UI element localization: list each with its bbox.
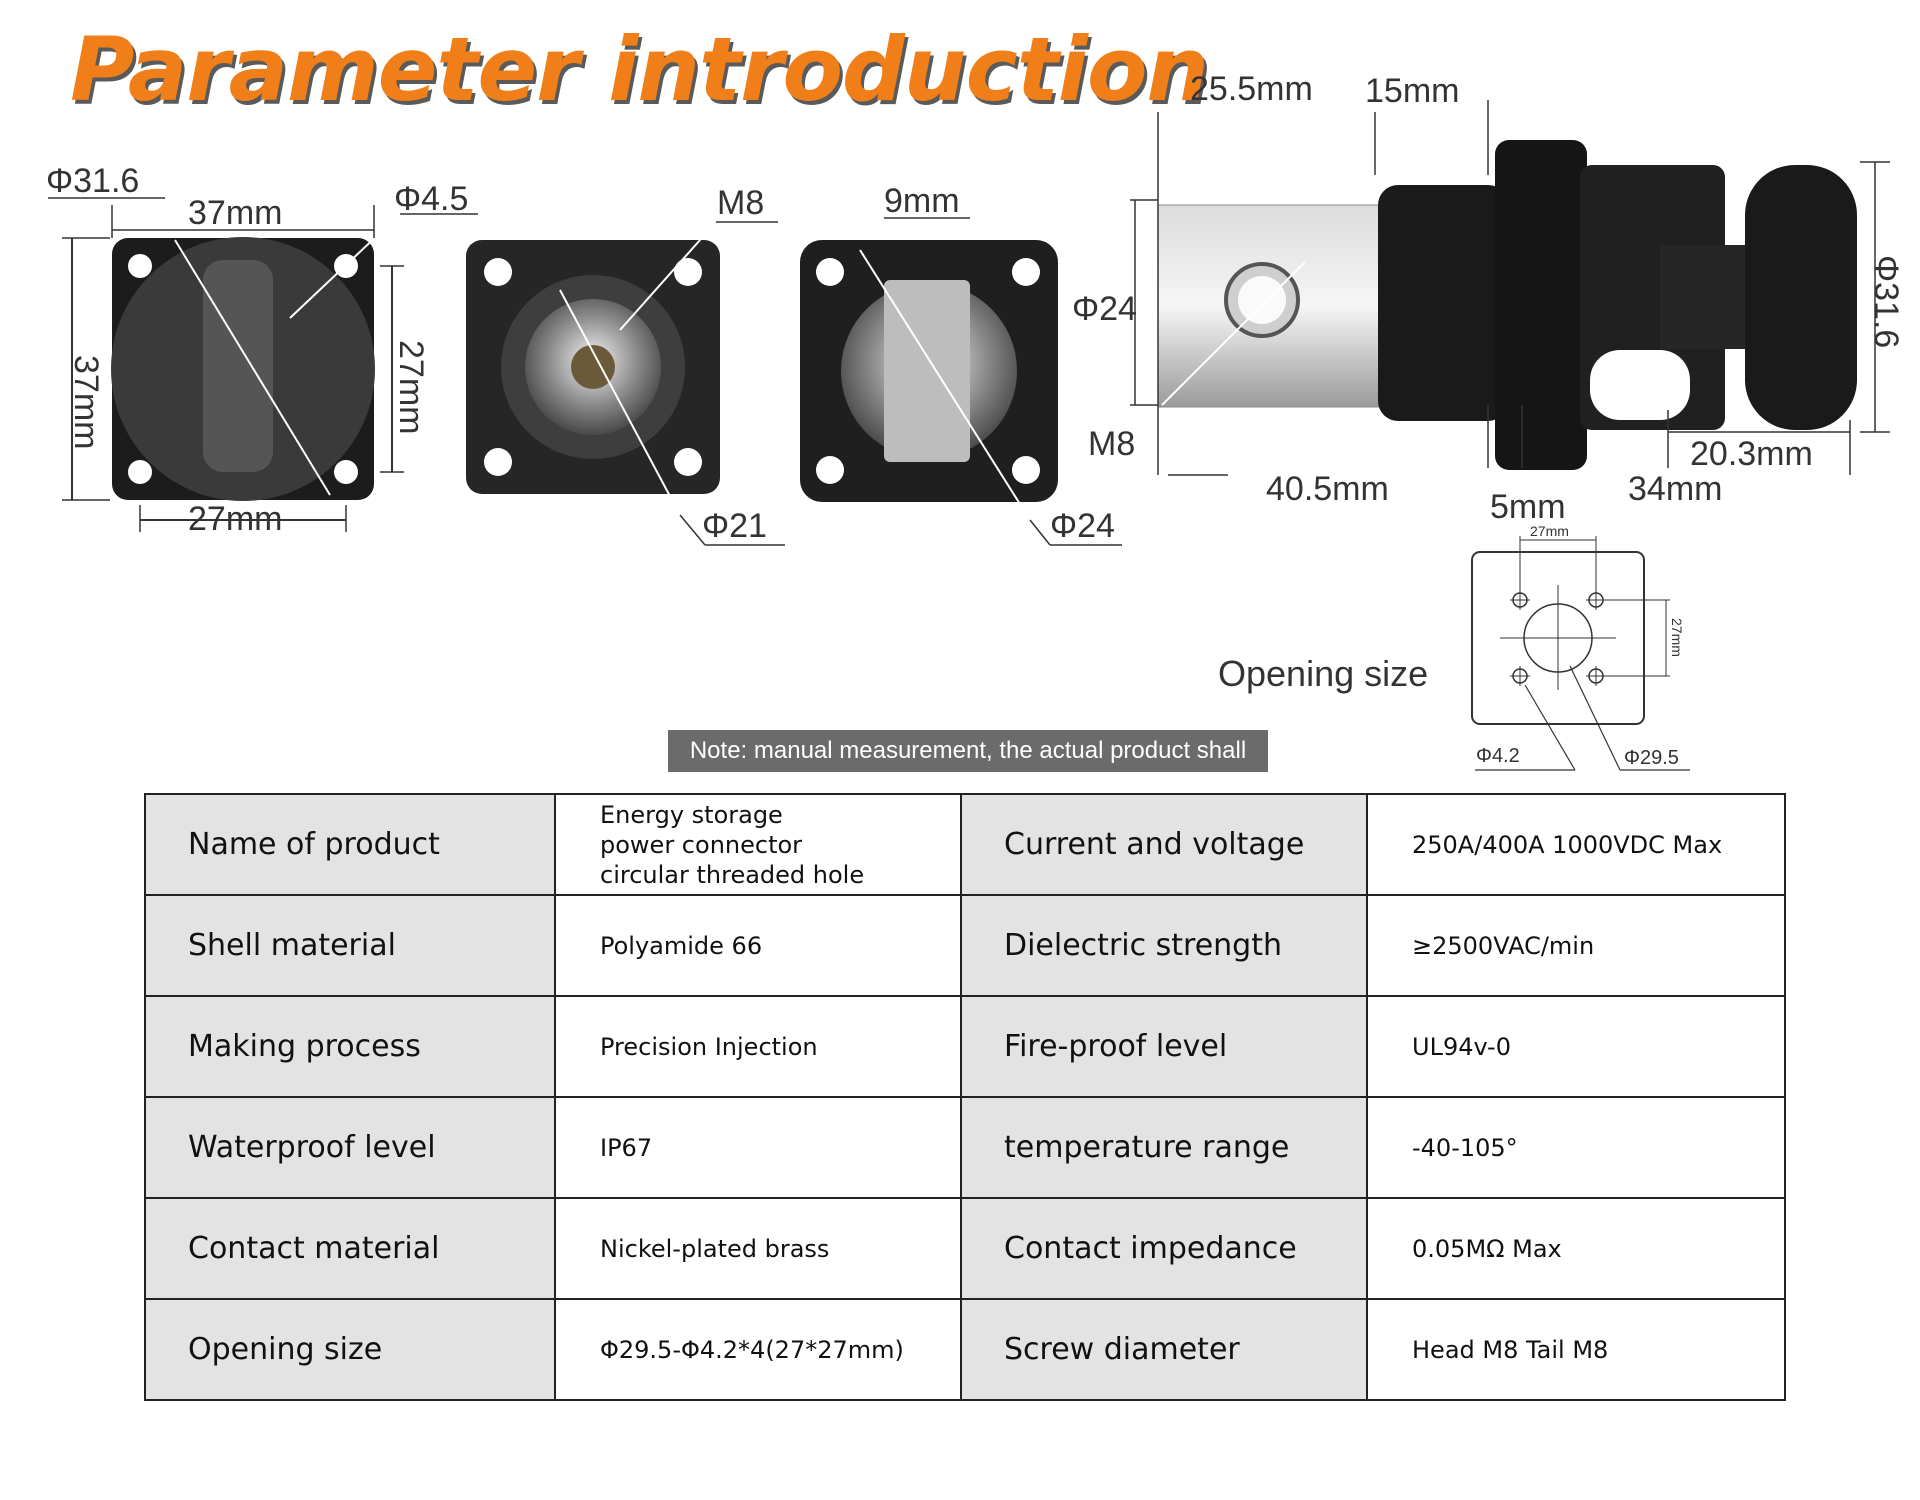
side-thread-label: M8: [1088, 425, 1135, 463]
spec-value: ≥2500VAC/min: [1366, 894, 1786, 997]
table-row: Waterproof level IP67 temperature range …: [144, 1096, 1786, 1199]
spec-value: UL94v-0: [1366, 995, 1786, 1098]
back-diameter-label: Φ24: [1050, 507, 1115, 545]
spec-value: -40-105°: [1366, 1096, 1786, 1199]
table-row: Contact material Nickel-plated brass Con…: [144, 1197, 1786, 1300]
front-hole-spacing-h-label: 27mm: [188, 500, 282, 538]
table-row: Shell material Polyamide 66 Dielectric s…: [144, 894, 1786, 997]
opening-hole-label: Φ4.2: [1476, 745, 1520, 767]
spec-value-line: Energy storage: [600, 800, 783, 829]
opening-spacing-side-label: 27mm: [1669, 618, 1685, 657]
spec-value: Head M8 Tail M8: [1366, 1298, 1786, 1401]
spec-value: Energy storage power connector circular …: [554, 793, 962, 896]
spec-label: Contact material: [144, 1197, 556, 1300]
side-body-label: 34mm: [1628, 470, 1722, 508]
spec-value-line: power connector: [600, 830, 803, 859]
table-row: Name of product Energy storage power con…: [144, 793, 1786, 896]
back-width-label: 9mm: [884, 182, 960, 220]
table-row: Opening size Φ29.5-Φ4.2*4(27*27mm) Screw…: [144, 1298, 1786, 1401]
front-height-label: 37mm: [67, 355, 105, 449]
thread-view-drawing: [466, 221, 785, 546]
side-step-label: 20.3mm: [1690, 435, 1813, 473]
spec-label: Waterproof level: [144, 1096, 556, 1199]
table-row: Making process Precision Injection Fire-…: [144, 995, 1786, 1098]
spec-label: Name of product: [144, 793, 556, 896]
spec-value: Precision Injection: [554, 995, 962, 1098]
spec-value-line: circular threaded hole: [600, 860, 865, 889]
spec-label: Opening size: [144, 1298, 556, 1401]
spec-label: Dielectric strength: [960, 894, 1368, 997]
spec-table: Name of product Energy storage power con…: [144, 793, 1786, 1401]
thread-diameter-label: Φ21: [702, 507, 767, 545]
side-length-label: 40.5mm: [1266, 470, 1389, 508]
spec-label: Shell material: [144, 894, 556, 997]
spec-label: Fire-proof level: [960, 995, 1368, 1098]
side-d2-label: 15mm: [1365, 72, 1459, 110]
opening-size-drawing: [1471, 536, 1690, 771]
opening-spacing-top-label: 27mm: [1530, 523, 1569, 539]
spec-value: Φ29.5-Φ4.2*4(27*27mm): [554, 1298, 962, 1401]
spec-label: Screw diameter: [960, 1298, 1368, 1401]
front-view-drawing: [48, 197, 478, 532]
spec-value: Polyamide 66: [554, 894, 962, 997]
side-view-drawing: [1130, 100, 1890, 476]
spec-value: 250A/400A 1000VDC Max: [1366, 793, 1786, 896]
spec-label: Contact impedance: [960, 1197, 1368, 1300]
front-hole-spacing-v-label: 27mm: [392, 340, 430, 434]
spec-value: IP67: [554, 1096, 962, 1199]
page-title: Parameter introduction: [70, 18, 1209, 121]
thread-label: M8: [717, 184, 764, 222]
opening-center-label: Φ29.5: [1624, 747, 1679, 769]
side-flange-label: 5mm: [1490, 488, 1566, 526]
back-view-drawing: [800, 217, 1122, 546]
measurement-note: Note: manual measurement, the actual pro…: [668, 730, 1268, 772]
spec-label: Making process: [144, 995, 556, 1098]
opening-size-label: Opening size: [1218, 653, 1428, 694]
front-diameter-label: Φ31.6: [46, 162, 139, 200]
side-d1-label: 25.5mm: [1190, 70, 1313, 108]
front-hole-label: Φ4.5: [394, 180, 468, 218]
technical-drawings: Φ31.6 37mm 37mm Φ4.5 27mm 27mm M8 Φ21 9m…: [46, 70, 1905, 771]
spec-value: Nickel-plated brass: [554, 1197, 962, 1300]
front-width-label: 37mm: [188, 194, 282, 232]
spec-label: Current and voltage: [960, 793, 1368, 896]
spec-value: 0.05MΩ Max: [1366, 1197, 1786, 1300]
spec-label: temperature range: [960, 1096, 1368, 1199]
side-diameter-left-label: Φ24: [1072, 290, 1137, 328]
side-diameter-right-label: Φ31.6: [1867, 255, 1905, 348]
